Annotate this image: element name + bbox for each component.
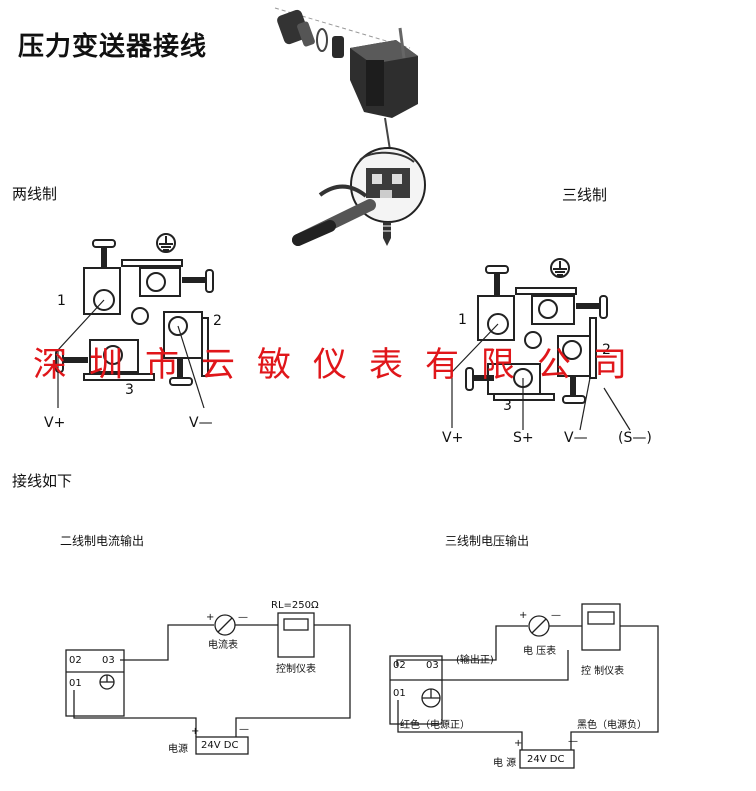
voltage-red-wire-label: 红色（电源正） bbox=[400, 720, 470, 731]
current-meter-label: 电流表 bbox=[208, 640, 238, 651]
current-terminal-03: 03 bbox=[102, 655, 115, 666]
company-watermark: 深圳市云敏仪表有限公司 bbox=[33, 345, 649, 385]
current-rl-label: RL=250Ω bbox=[271, 600, 319, 611]
voltage-power-plus: + bbox=[514, 738, 523, 749]
current-power-plus: + bbox=[191, 726, 200, 737]
two-wire-terminal-1-label: 1 bbox=[57, 293, 66, 309]
three-wire-v-minus-label: V— bbox=[564, 430, 588, 446]
three-wire-terminal-3-label: 3 bbox=[503, 398, 512, 414]
three-wire-terminal-1-label: 1 bbox=[458, 312, 467, 328]
three-wire-s-plus-label: S+ bbox=[513, 430, 534, 446]
three-wire-heading: 三线制 bbox=[562, 186, 608, 204]
voltage-meter-minus: — bbox=[551, 610, 561, 621]
two-wire-v-plus-label: V+ bbox=[44, 415, 66, 431]
current-power-label: 电源 bbox=[168, 744, 188, 755]
current-power-value: 24V DC bbox=[201, 740, 239, 751]
two-wire-v-minus-label: V— bbox=[189, 415, 213, 431]
voltage-output-wiring bbox=[389, 603, 659, 769]
two-wire-terminal-2-label: 2 bbox=[213, 313, 222, 329]
current-power-minus: — bbox=[239, 724, 249, 735]
two-wire-terminal-diagram bbox=[55, 233, 214, 409]
voltage-meter-label: 电 压表 bbox=[523, 646, 557, 657]
current-terminal-02: 02 bbox=[69, 655, 82, 666]
voltage-meter-plus: + bbox=[519, 610, 528, 621]
voltage-power-minus: — bbox=[568, 736, 578, 747]
voltage-terminal-03: 03 bbox=[426, 660, 439, 671]
three-wire-terminal-2-label: 2 bbox=[602, 342, 611, 358]
three-wire-v-plus-label: V+ bbox=[442, 430, 464, 446]
wiring-heading: 接线如下 bbox=[12, 472, 73, 490]
voltage-black-wire-label: 黑色（电源负） bbox=[577, 720, 647, 731]
two-wire-heading: 两线制 bbox=[12, 185, 58, 203]
voltage-controller-label: 控 制仪表 bbox=[581, 666, 625, 677]
current-meter-minus: — bbox=[238, 612, 248, 623]
voltage-terminal-02: 02 bbox=[393, 660, 406, 671]
page-title: 压力变送器接线 bbox=[18, 32, 208, 62]
voltage-power-value: 24V DC bbox=[527, 754, 565, 765]
three-wire-s-minus-label: (S—) bbox=[618, 430, 652, 446]
current-output-wiring bbox=[65, 612, 351, 755]
current-output-heading: 二线制电流输出 bbox=[60, 534, 145, 548]
current-controller-label: 控制仪表 bbox=[276, 664, 316, 675]
current-terminal-01: 01 bbox=[69, 678, 82, 689]
current-meter-plus: + bbox=[206, 612, 215, 623]
voltage-power-label: 电 源 bbox=[493, 758, 517, 769]
voltage-output-heading: 三线制电压输出 bbox=[445, 534, 530, 548]
voltage-output-positive-label: (输出正) bbox=[456, 655, 494, 666]
voltage-terminal-01: 01 bbox=[393, 688, 406, 699]
connector-product-image bbox=[274, 7, 426, 246]
two-wire-terminal-3-label: 3 bbox=[125, 382, 134, 398]
three-wire-terminal-diagram bbox=[451, 258, 631, 431]
